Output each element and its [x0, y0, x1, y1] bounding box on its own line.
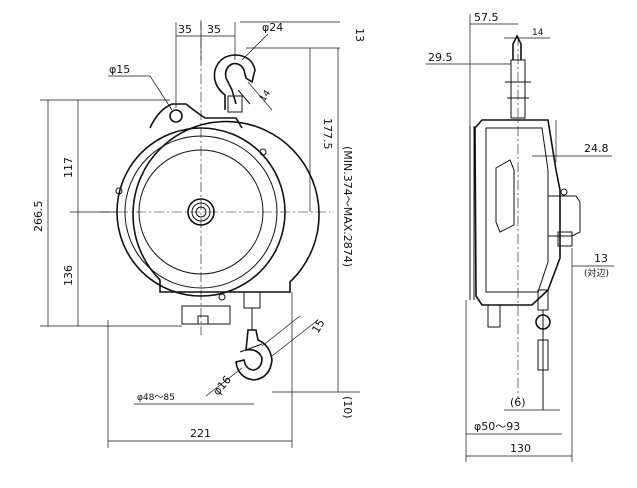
housing-inner-ring [124, 135, 278, 289]
dim-6-label: (6) [510, 396, 526, 409]
side-bottom-hook-shank [537, 339, 549, 371]
bottom-hook [235, 329, 273, 381]
top-bracket [149, 103, 243, 129]
dim-57-5-label: 57.5 [474, 11, 499, 24]
dim-221-label: 221 [190, 427, 211, 440]
dim-15-line-b [271, 319, 319, 357]
dim-13-side-label: 13 [594, 252, 608, 265]
dim-14-label: 14 [258, 88, 273, 103]
dim-10-label: (10) [341, 396, 354, 419]
dim-14-side-label: 14 [532, 28, 544, 38]
side-adjust-nut [557, 231, 573, 247]
dim-117-label: 117 [62, 157, 75, 178]
side-boss-bolt [560, 188, 568, 196]
bottom-plate [181, 305, 231, 325]
dim-24-8-label: 24.8 [584, 142, 609, 155]
dim-phi16-leader [205, 367, 243, 397]
front-dimensions: 35 35 φ24 φ15 14 13 177.5 (MIN.374～MAX.2… [32, 21, 366, 448]
drum-hub-outer [187, 198, 215, 226]
dim-phi48-85-label: φ48～85 [137, 393, 175, 403]
drum-hub-middle [191, 202, 211, 222]
dim-phi24-leader [241, 33, 269, 61]
side-top-hook [512, 34, 522, 60]
side-drum-slot [495, 159, 515, 233]
dim-29-5-label: 29.5 [428, 51, 453, 64]
housing-body [132, 120, 320, 293]
dim-266-5-label: 266.5 [32, 201, 45, 233]
drum-plate [138, 149, 264, 275]
dim-14-line [247, 81, 273, 111]
cable-outlet [243, 291, 261, 309]
side-dimensions: 57.5 14 29.5 24.8 13 (対辺) (6) φ50～93 [426, 11, 614, 462]
bracket-hole [169, 109, 183, 123]
side-housing [474, 119, 561, 306]
side-view: 57.5 14 29.5 24.8 13 (対辺) (6) φ50～93 [426, 11, 614, 462]
dim-phi24-label: φ24 [262, 21, 283, 34]
top-hook-latch [237, 89, 251, 105]
side-outlet-left [487, 304, 501, 328]
housing-bolt-bottom [218, 293, 226, 301]
dim-13-side-note: (対辺) [584, 267, 609, 279]
dim-136-label: 136 [62, 265, 75, 286]
side-top-hook-body [510, 59, 526, 119]
dim-177-5-label: 177.5 [321, 118, 334, 150]
side-outlet-right [537, 289, 549, 311]
dim-13-label: 13 [353, 28, 366, 42]
dim-130-label: 130 [510, 442, 531, 455]
dim-phi15-label: φ15 [109, 63, 130, 76]
dim-15-line-a [261, 315, 301, 347]
dim-15-label: 15 [309, 317, 327, 336]
dim-35-left-label: 35 [178, 23, 192, 36]
dim-phi50-93-label: φ50～93 [474, 420, 520, 433]
side-right-boss [548, 195, 581, 237]
housing-bolt-right [259, 148, 267, 156]
top-hook [213, 54, 256, 110]
dim-phi15-leader [108, 75, 173, 111]
dim-35-right-label: 35 [207, 23, 221, 36]
front-view: 35 35 φ24 φ15 14 13 177.5 (MIN.374～MAX.2… [32, 20, 366, 448]
dim-stroke-label: (MIN.374～MAX.2874) [341, 146, 354, 267]
bottom-hook-latch [239, 343, 263, 353]
top-hook-shank [227, 95, 243, 113]
side-housing-inner [485, 127, 549, 293]
housing-bolt-left [115, 187, 123, 195]
drum-hub-inner [195, 206, 207, 218]
side-bottom-hook-eye [535, 314, 551, 330]
bottom-plate-notch [197, 315, 209, 324]
